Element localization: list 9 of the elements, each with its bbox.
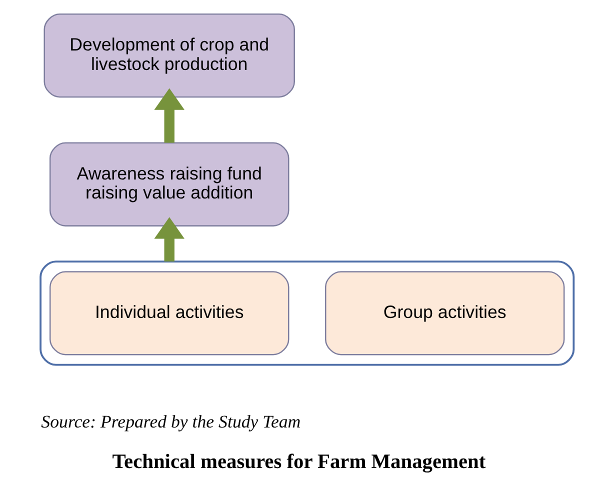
node-box: Awareness raising fund raising value addition — [49, 142, 290, 226]
caption: Technical measures for Farm Management — [112, 450, 486, 473]
node-box: Group activities — [324, 271, 565, 356]
node-box: Development of crop and livestock production — [44, 13, 295, 98]
node-box: Individual activities — [49, 271, 290, 356]
arrow — [154, 217, 185, 262]
label: Source: Prepared by the Study Team — [41, 412, 301, 432]
cluster — [40, 260, 575, 366]
arrow — [154, 88, 185, 143]
